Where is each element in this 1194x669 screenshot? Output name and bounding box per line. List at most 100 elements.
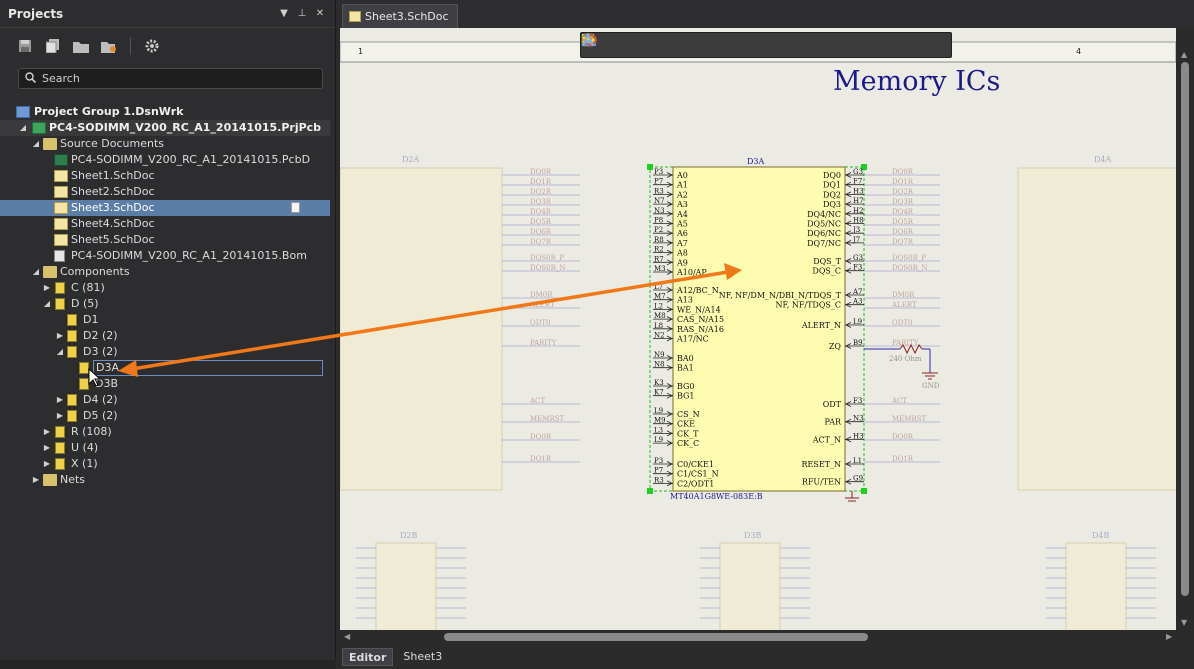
wire-icon[interactable] [581, 34, 740, 54]
ghost-net-label: DQ1R [530, 455, 552, 463]
save-icon[interactable] [16, 37, 34, 55]
ruler-label-right: 4 [1076, 47, 1081, 56]
align-icon[interactable] [582, 34, 686, 54]
harness-icon[interactable] [581, 35, 821, 54]
left-pin-number: R3 [654, 187, 664, 195]
tree-document-pcb[interactable]: PC4-SODIMM_V200_RC_A1_20141015.PcbD [0, 152, 330, 168]
vertical-scrollbar[interactable]: ▲ ▼ [1176, 28, 1194, 630]
pin-icon[interactable]: ⊥ [297, 8, 307, 19]
vertical-scroll-thumb[interactable] [1181, 62, 1189, 596]
tree-document-sheet1[interactable]: Sheet1.SchDoc [0, 168, 330, 184]
tree-component-d[interactable]: ◢ D (5) [43, 297, 99, 310]
collapse-arrow-icon[interactable]: ◢ [43, 299, 51, 308]
ghost-net-label: DQ0R [530, 168, 552, 176]
selection-handle[interactable] [647, 488, 653, 494]
expand-arrow-icon[interactable]: ▶ [43, 427, 51, 436]
expand-arrow-icon[interactable]: ▶ [43, 443, 51, 452]
tree-source-documents[interactable]: ◢ Source Documents [32, 137, 164, 150]
search-box[interactable] [18, 68, 323, 89]
tree-project[interactable]: ◢ PC4-SODIMM_V200_RC_A1_20141015.PrjPcb [0, 120, 330, 136]
collapse-arrow-icon[interactable]: ◢ [19, 123, 27, 132]
port-icon[interactable] [581, 35, 848, 54]
tree-document-sheet2[interactable]: Sheet2.SchDoc [0, 184, 330, 200]
tree-document-sheet5[interactable]: Sheet5.SchDoc [0, 232, 330, 248]
tree-component-d3a[interactable]: D3A [0, 360, 330, 376]
tree-component-u[interactable]: ▶ U (4) [43, 441, 99, 454]
folder-settings-icon[interactable] [100, 37, 118, 55]
tree-component-r[interactable]: ▶ R (108) [43, 425, 112, 438]
expand-arrow-icon[interactable]: ▶ [56, 331, 64, 340]
tab-editor[interactable]: Editor [342, 647, 394, 666]
pin-arrow [845, 201, 852, 207]
scroll-right-icon[interactable]: ▶ [1166, 632, 1173, 641]
schematic-doc-icon [54, 186, 68, 198]
tree-component-c[interactable]: ▶ C (81) [43, 281, 105, 294]
tree-component-d4[interactable]: ▶ D4 (2) [56, 393, 118, 406]
expand-arrow-icon[interactable]: ▶ [43, 459, 51, 468]
scroll-down-icon[interactable]: ▼ [1181, 618, 1188, 627]
expand-arrow-icon[interactable]: ▶ [43, 283, 51, 292]
panel-menu-icon[interactable]: ▼ [280, 8, 288, 19]
tree-components[interactable]: ◢ Components [32, 265, 130, 278]
right-pin-number: G9 [853, 475, 863, 483]
ghost-net-label: DQ7R [892, 238, 914, 246]
scroll-left-icon[interactable]: ◀ [344, 632, 351, 641]
arc-icon[interactable] [582, 36, 929, 54]
left-pin-number: L7 [654, 283, 663, 291]
tree-nets[interactable]: ▶ Nets [32, 473, 86, 486]
selection-handle[interactable] [647, 164, 653, 170]
select-rect-icon[interactable] [582, 34, 659, 54]
left-pin-number: P8 [654, 217, 663, 225]
collapse-arrow-icon[interactable]: ◢ [32, 267, 40, 276]
ghost-net-label: DQS0R_P [530, 254, 564, 262]
pin-arrow [666, 420, 673, 427]
collapse-arrow-icon[interactable]: ◢ [32, 139, 40, 148]
tab-sheet3[interactable]: Sheet3.SchDoc [342, 4, 458, 28]
tree-component-d2[interactable]: ▶ D2 (2) [56, 329, 118, 342]
ghost-net-label: DQS0R_P [892, 254, 926, 262]
bus-icon[interactable] [582, 36, 794, 54]
folder-icon[interactable] [72, 37, 90, 55]
scroll-up-icon[interactable]: ▲ [1181, 50, 1188, 59]
tree-component-d1[interactable]: D1 [0, 312, 330, 328]
horizontal-scroll-thumb[interactable] [444, 633, 868, 641]
move-crosshair-icon[interactable] [582, 34, 632, 54]
collapse-arrow-icon[interactable]: ◢ [56, 347, 64, 356]
tree-component-d5[interactable]: ▶ D5 (2) [56, 409, 118, 422]
ghost-net-label: DQ7R [530, 238, 552, 246]
power-port-icon[interactable] [583, 34, 767, 54]
save-all-icon[interactable] [44, 37, 62, 55]
tree-component-d3[interactable]: ◢ D3 (2) [56, 345, 118, 358]
right-pin-label: ALERT_N [801, 321, 841, 330]
tree-document-sheet4[interactable]: Sheet4.SchDoc [0, 216, 330, 232]
tree-component-x[interactable]: ▶ X (1) [43, 457, 98, 470]
right-pin-number: A3 [852, 298, 863, 306]
left-pin-label: A6 [676, 229, 688, 238]
selection-handle[interactable] [861, 488, 867, 494]
right-pin-label: NF, NF/TDQS_C [775, 301, 841, 310]
right-pin-number: G3 [853, 254, 863, 262]
tab-sheet3-bottom[interactable]: Sheet3 [403, 649, 443, 663]
expand-arrow-icon[interactable]: ▶ [56, 395, 64, 404]
left-pin-number: N9 [654, 351, 665, 359]
horizontal-scrollbar[interactable]: ◀ ▶ [340, 630, 1194, 644]
active-bar-toolbar [580, 32, 952, 58]
close-icon[interactable]: ✕ [315, 8, 325, 19]
expand-arrow-icon[interactable]: ▶ [56, 411, 64, 420]
directive-icon[interactable] [582, 34, 875, 54]
left-pin-number: L8 [654, 322, 663, 330]
gear-icon[interactable] [143, 37, 161, 55]
text-icon[interactable] [582, 33, 902, 54]
tree-document-bom[interactable]: PC4-SODIMM_V200_RC_A1_20141015.Bom [0, 248, 330, 264]
selection-handle[interactable] [861, 164, 867, 170]
tree-document-sheet3[interactable]: Sheet3.SchDoc [0, 200, 330, 216]
pcb-doc-icon [54, 154, 68, 166]
place-part-icon[interactable] [583, 33, 713, 54]
expand-arrow-icon[interactable]: ▶ [32, 475, 40, 484]
left-pin-number: M3 [654, 265, 666, 273]
left-pin-label: A7 [676, 239, 688, 248]
search-input[interactable] [42, 72, 302, 85]
tree-component-d3b[interactable]: D3B [0, 376, 330, 392]
tree-project-group[interactable]: Project Group 1.DsnWrk [0, 104, 330, 120]
